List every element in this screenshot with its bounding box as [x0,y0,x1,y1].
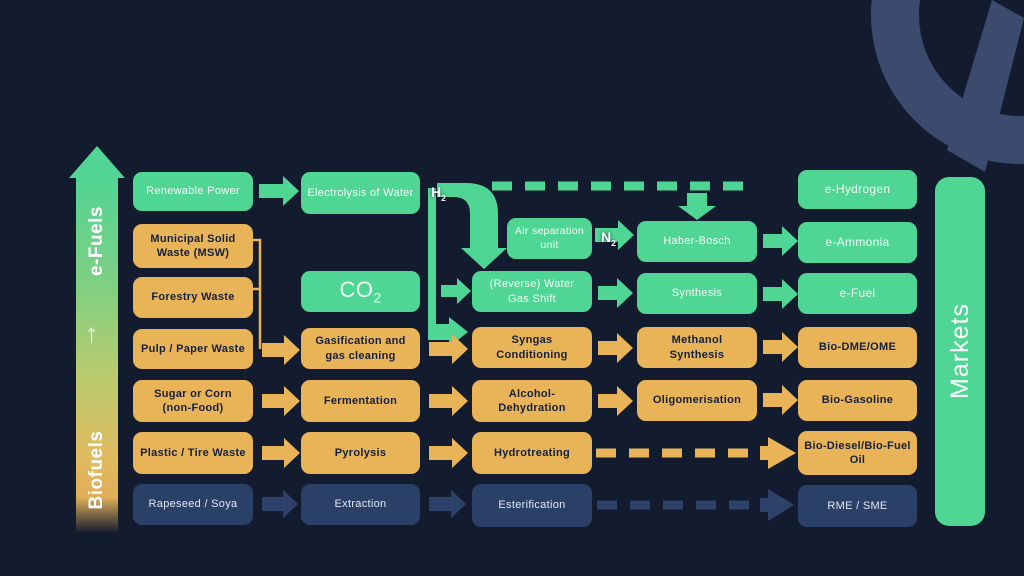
node-esterification: Esterification [472,484,592,527]
arrow-oligomerisation-to-bio-gasoline [763,385,798,415]
node-e-fuel: e-Fuel [798,273,917,314]
node-pulp-paper-waste: Pulp / Paper Waste [133,329,253,369]
node-bio-diesel-fuel-oil: Bio-Diesel/Bio-Fuel Oil [798,431,917,475]
node-hydrotreating: Hydrotreating [472,432,592,474]
n2-label: N2 [601,229,616,248]
node-gasification: Gasification and gas cleaning [301,328,420,369]
node-electrolysis: Electrolysis of Water [301,172,420,214]
arrow-h2-down-to-syngas-conditioning [428,188,468,347]
arrow-methanol-to-bio-dme [763,332,798,362]
arrow-rapeseed-to-extraction [262,490,298,518]
arrow-extraction-to-esterification [429,490,466,518]
node-fermentation: Fermentation [301,380,420,422]
node-plastic-tire-waste: Plastic / Tire Waste [133,432,253,474]
arrow-haber-to-e-ammonia [763,226,798,256]
arrow-rwgs-to-synthesis [598,278,633,308]
arrow-synthesis-to-e-fuel [763,279,798,309]
node-haber-bosch: Haber-Bosch [637,221,757,262]
node-bio-gasoline: Bio-Gasoline [798,380,917,421]
arrow-pulp-to-gasification [262,335,300,365]
arrow-h2-down-to-haber-bosch [678,193,716,220]
arrow-renewable-to-electrolysis [259,176,299,206]
flow-axis-gradient-bar [76,177,118,533]
node-synthesis: Synthesis [637,273,757,314]
h2-label: H2 [431,184,446,203]
node-municipal-solid-waste: Municipal Solid Waste (MSW) [133,224,253,268]
axis-label-biofuels: Biofuels [86,430,107,510]
node-air-separation-unit: Air separation unit [507,218,592,259]
node-forestry-waste: Forestry Waste [133,277,253,318]
arrowhead-to-rme [760,489,794,521]
arrow-co2-to-rwgs [441,278,471,304]
axis-label-e-fuels: e-Fuels [86,205,107,277]
node-bio-dme-ome: Bio-DME/OME [798,327,917,368]
node-sugar-or-corn: Sugar or Corn (non-Food) [133,380,253,422]
node-oligomerisation: Oligomerisation [637,380,757,421]
node-methanol-synthesis: Methanol Synthesis [637,327,757,368]
node-alcohol-dehydration: Alcohol-Dehydration [472,380,592,422]
logo-ring-icon [871,0,1024,164]
node-e-hydrogen: e-Hydrogen [798,170,917,209]
node-reverse-water-gas-shift: (Reverse) Water Gas Shift [472,271,592,312]
arrowhead-to-bio-diesel [760,437,796,469]
node-e-ammonia: e-Ammonia [798,222,917,263]
node-renewable-power: Renewable Power [133,172,253,211]
markets-label: Markets [946,303,974,399]
node-rme-sme: RME / SME [798,485,917,527]
arrow-sugar-to-fermentation [262,386,300,416]
node-syngas-conditioning: Syngas Conditioning [472,327,592,368]
node-co2: CO2 [301,271,420,312]
flow-axis-arrowhead-icon [69,146,125,178]
axis-up-arrow-icon: ↑ [85,318,98,348]
arrow-n2-to-haber-bosch [595,220,634,250]
arrow-alcohol-to-oligomerisation [598,386,633,416]
markets-bar [935,177,985,526]
node-extraction: Extraction [301,484,420,525]
node-pyrolysis: Pyrolysis [301,432,420,474]
node-rapeseed-soya: Rapeseed / Soya [133,484,253,525]
arrow-plastic-to-pyrolysis [262,438,300,468]
arrow-gasification-to-syngas [429,334,468,364]
arrow-fermentation-to-alcohol [429,386,468,416]
arrow-syngas-to-methanol [598,333,633,363]
arrow-h2-down-to-rwgs [437,183,507,269]
logo-swoosh-icon [947,0,1024,172]
arrow-pyrolysis-to-hydrotreating [429,438,468,468]
bracket-msw-forestry-to-gasification [253,238,262,349]
